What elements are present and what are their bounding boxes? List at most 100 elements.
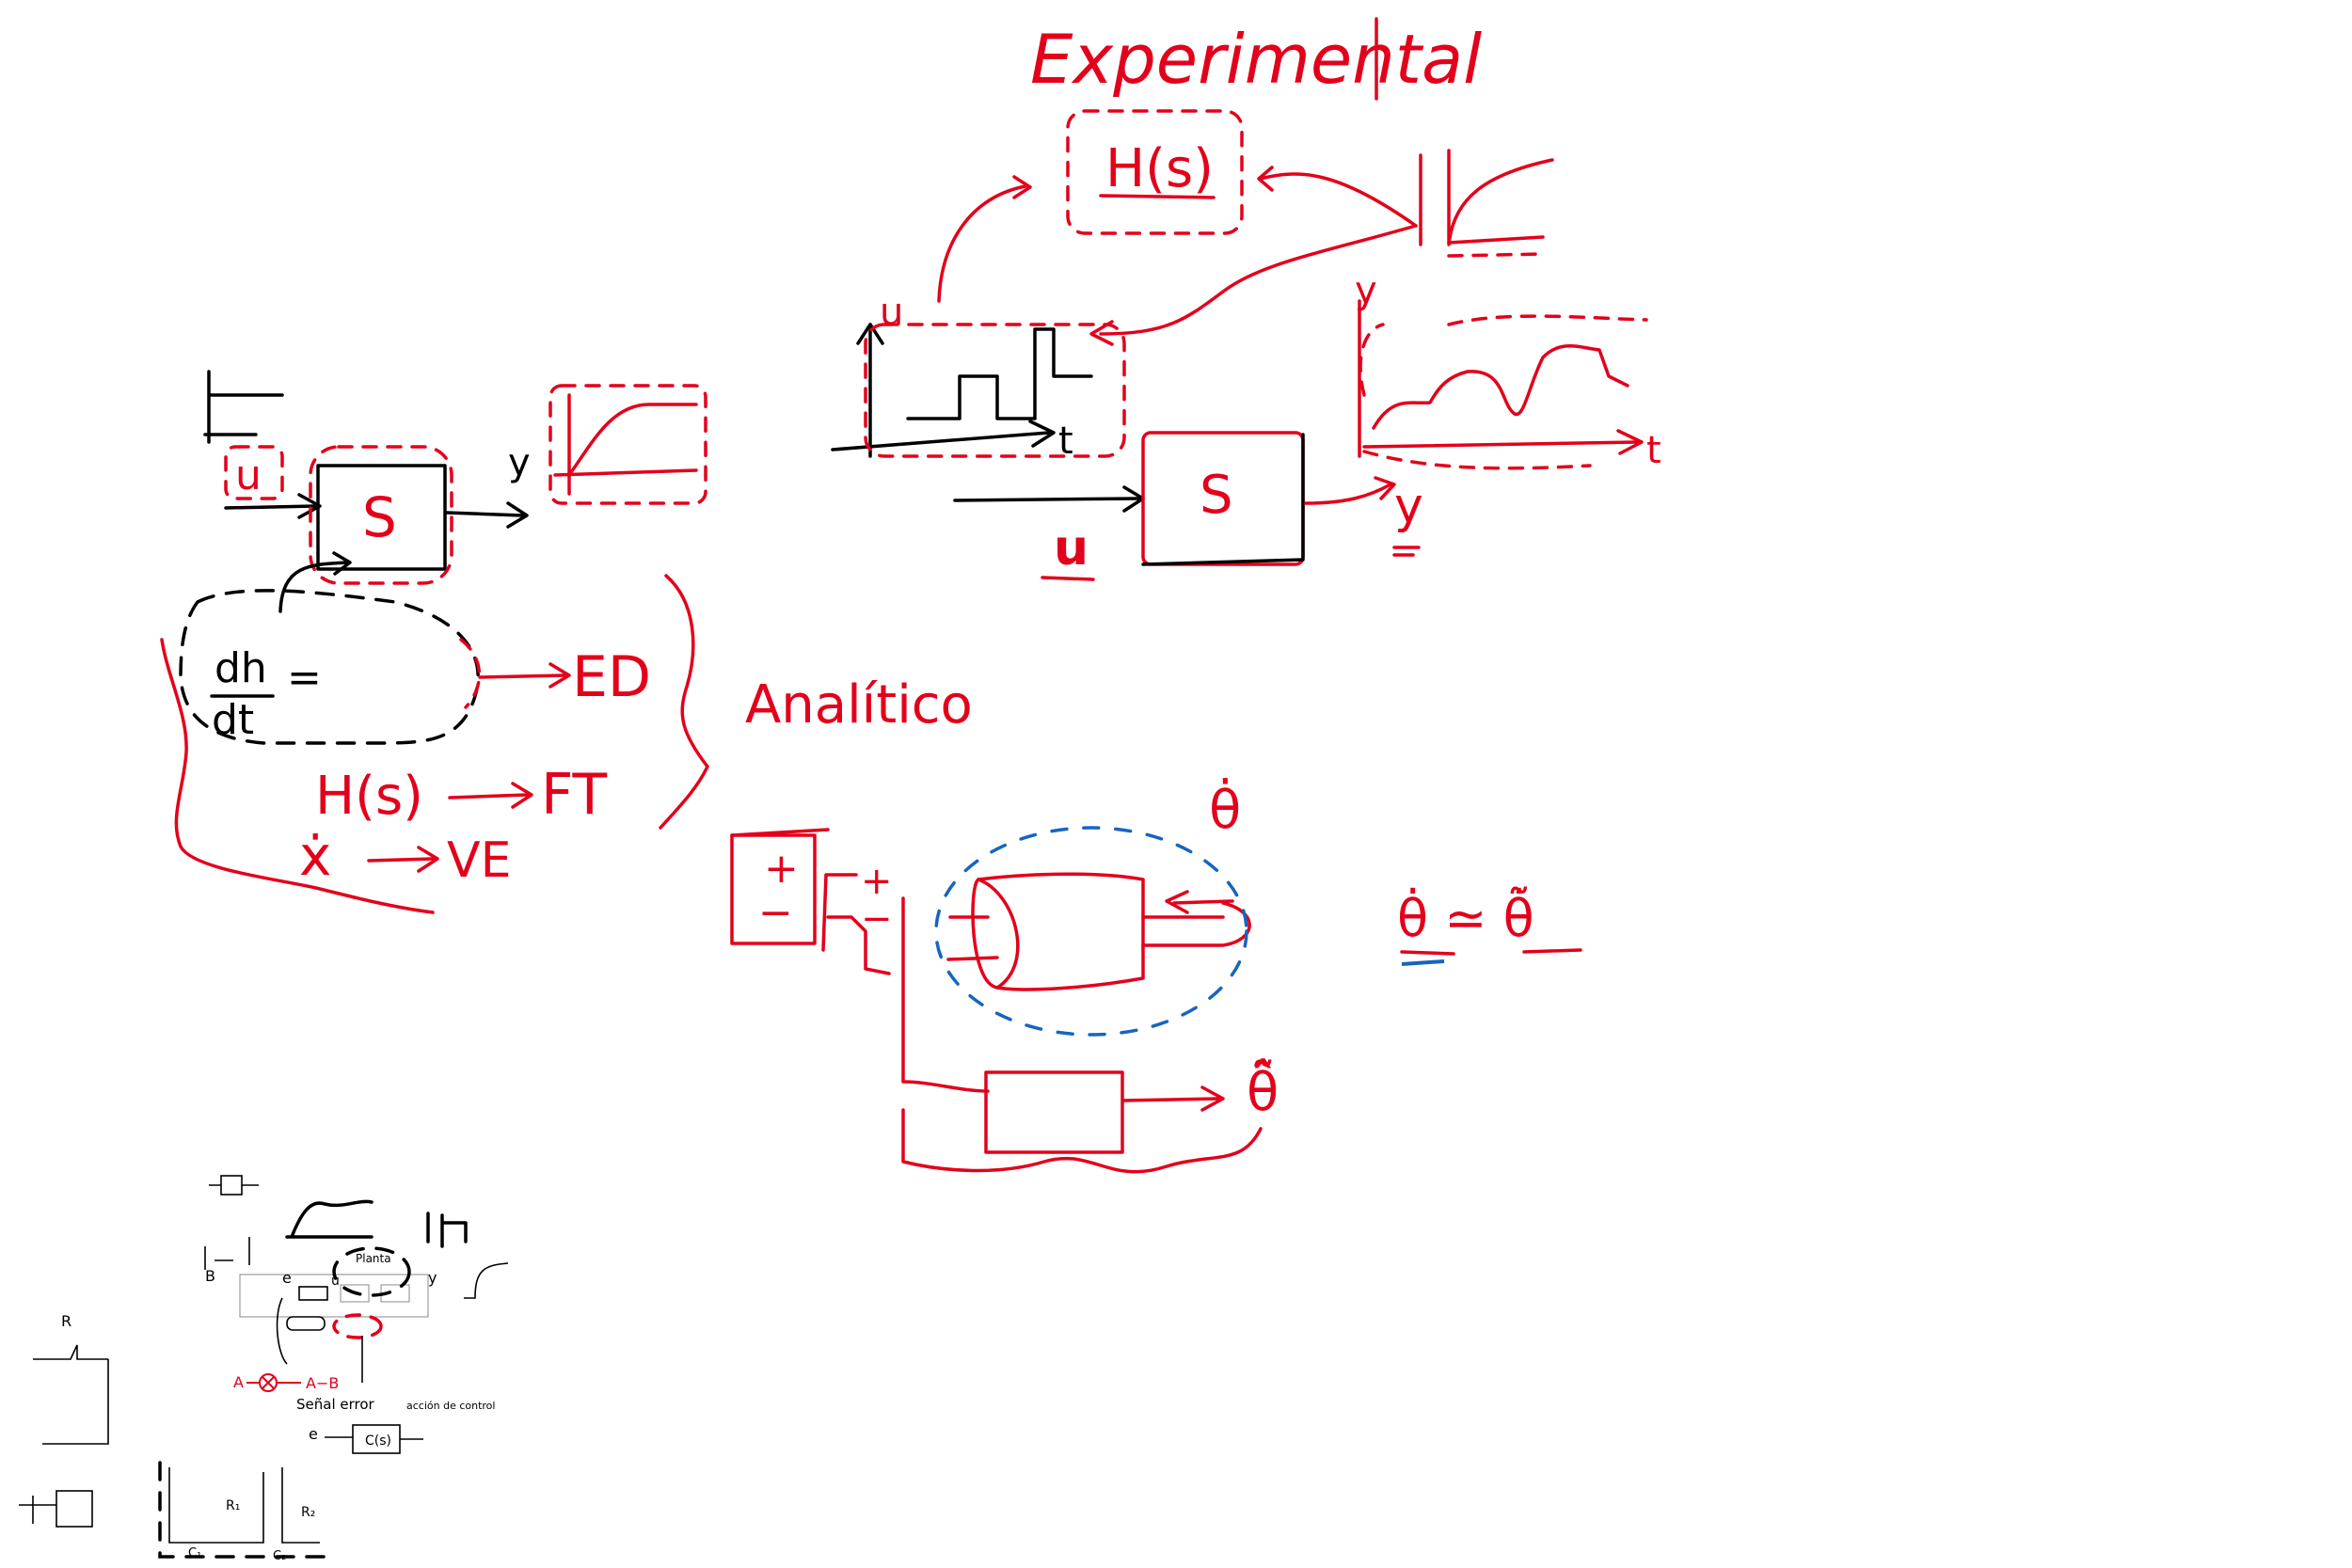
mini-e-label: e: [282, 1269, 292, 1287]
step-icon-left: [203, 370, 284, 444]
arrow-u-to-s-left-head: [297, 493, 322, 519]
x-dot-label: ẋ: [299, 824, 331, 888]
mini-b-label: B: [205, 1267, 215, 1285]
y-plot-xaxis: [1362, 440, 1639, 449]
y-plot-dashed: [1362, 450, 1592, 470]
mini-sensor: [286, 1316, 326, 1331]
dh-dt-equals: =: [287, 654, 322, 702]
experimental-title: Experimental: [1030, 20, 1482, 99]
battery-top: [730, 828, 830, 837]
mini-r1-label: R₁: [226, 1498, 240, 1513]
s-left-label: S: [362, 485, 397, 549]
mini-accion-control: acción de control: [406, 1400, 495, 1412]
s-block-right-shadow: [1141, 433, 1305, 566]
battery-box: [730, 833, 817, 945]
arrow-u-to-hs: [937, 184, 1027, 303]
arrow-to-ed: [478, 673, 566, 679]
hs-underline: [1099, 194, 1216, 199]
s-block-left: [316, 464, 447, 571]
arrow-s-to-y-left-head: [506, 501, 529, 529]
arrow-est-to-theta: [1122, 1097, 1220, 1102]
arrow-x-to-ve-head: [417, 846, 439, 873]
s-block-left-dashed: [309, 445, 453, 585]
y-output-label: y: [1394, 478, 1423, 534]
theta-equiv-label: θ̇ ≃ θ̃̇: [1397, 887, 1534, 948]
mini-step-resp: [1419, 149, 1554, 246]
theta-dot-arrow-head: [1165, 890, 1189, 914]
mini-r-label: R: [61, 1312, 72, 1330]
mini-step-base: [1447, 235, 1545, 245]
right-brace: [659, 574, 709, 830]
mini-box-top: [220, 1175, 243, 1196]
mini-a-minus-b: A−B: [306, 1374, 339, 1392]
mini-step-dash: [1447, 252, 1545, 258]
battery-wires: [821, 873, 891, 975]
y-plot-axis-label: y: [1355, 269, 1377, 312]
hs-top-label: H(s): [1105, 138, 1214, 199]
mini-small-box: [56, 1490, 93, 1528]
motor-shaft: [1141, 901, 1251, 947]
mini-a-label: A: [233, 1373, 244, 1391]
ed-label: ED: [572, 644, 651, 710]
mini-feedback: [276, 1297, 288, 1365]
u-plot-yaxis-head: [856, 323, 884, 345]
mini-planta-label: Planta: [356, 1252, 391, 1265]
left-brace: [160, 638, 435, 914]
mini-planta-dashed: [332, 1246, 411, 1297]
arrow-u-to-hs-head: [1012, 175, 1032, 199]
u-plot-dashed: [864, 323, 1126, 458]
mini-resp-right: [464, 1262, 509, 1299]
estimator-block: [984, 1070, 1124, 1154]
dt-label: dt: [212, 696, 254, 744]
arrow-hs-to-ft: [448, 793, 529, 800]
hs-dashed-box: [1066, 109, 1244, 235]
lower-brace: [901, 1108, 1263, 1174]
mini-tank-left: [33, 1344, 109, 1445]
theta-dot-arrow: [1172, 899, 1234, 905]
u-input-label: u: [1054, 520, 1089, 577]
arrow-u-to-s-left: [224, 504, 317, 510]
resp-left-dashed: [548, 384, 707, 505]
u-label-left: u: [235, 451, 262, 499]
mini-sketch: B Planta e u y A A−B Señal error acción …: [19, 1175, 509, 1563]
arrow-s-to-y-head: [1374, 476, 1396, 500]
theta-equiv-underlines: [1400, 948, 1582, 956]
arrow-to-ed-head: [548, 662, 571, 689]
mini-cs-label: C(s): [365, 1433, 391, 1449]
terminal-plus: +: [861, 860, 893, 903]
y-plot-xaxis-head: [1616, 429, 1644, 455]
mini-signal-error: Señal error: [296, 1396, 375, 1413]
dh-dt-dashed-region: [179, 589, 480, 745]
mini-e2-label: e: [309, 1425, 318, 1443]
feedback-wire: [901, 896, 990, 1093]
arrow-x-to-ve: [367, 857, 435, 863]
u-input-underline: [1041, 576, 1095, 581]
mini-y-label: y: [428, 1269, 437, 1287]
mini-left-marks: [204, 1237, 250, 1270]
u-square-wave: [906, 327, 1093, 420]
mini-r2-label: R₂: [301, 1505, 315, 1520]
dh-dt-red-dash: [459, 638, 482, 709]
y-plot-dashed-left: [1359, 323, 1385, 397]
mini-step-icon: [426, 1212, 468, 1248]
motor-blue-dashed: [934, 826, 1248, 1037]
resp-left-curve: [553, 393, 698, 496]
u-plot-axis-label: u: [880, 291, 903, 334]
ft-label: FT: [541, 762, 607, 828]
y-response-curve: [1372, 344, 1629, 430]
arrow-s-to-y: [1304, 483, 1392, 505]
experimental-section: Experimental H(s) u t u: [831, 17, 1661, 581]
mini-summing-lines: [246, 1376, 301, 1389]
motor-terminals: [946, 915, 999, 961]
mini-small-box-wires: [19, 1496, 56, 1524]
analitico-label: Analítico: [745, 674, 973, 736]
s-right-label: S: [1200, 465, 1233, 526]
theta-hat-label: θ̂̃: [1247, 1059, 1279, 1123]
hs-mid-label: H(s): [315, 766, 423, 827]
arrow-est-to-theta-head: [1200, 1085, 1225, 1112]
y-label-left: y: [508, 441, 531, 484]
ve-label: VE: [447, 832, 511, 889]
dh-label: dh: [215, 644, 267, 692]
battery-plus: +: [764, 845, 799, 893]
